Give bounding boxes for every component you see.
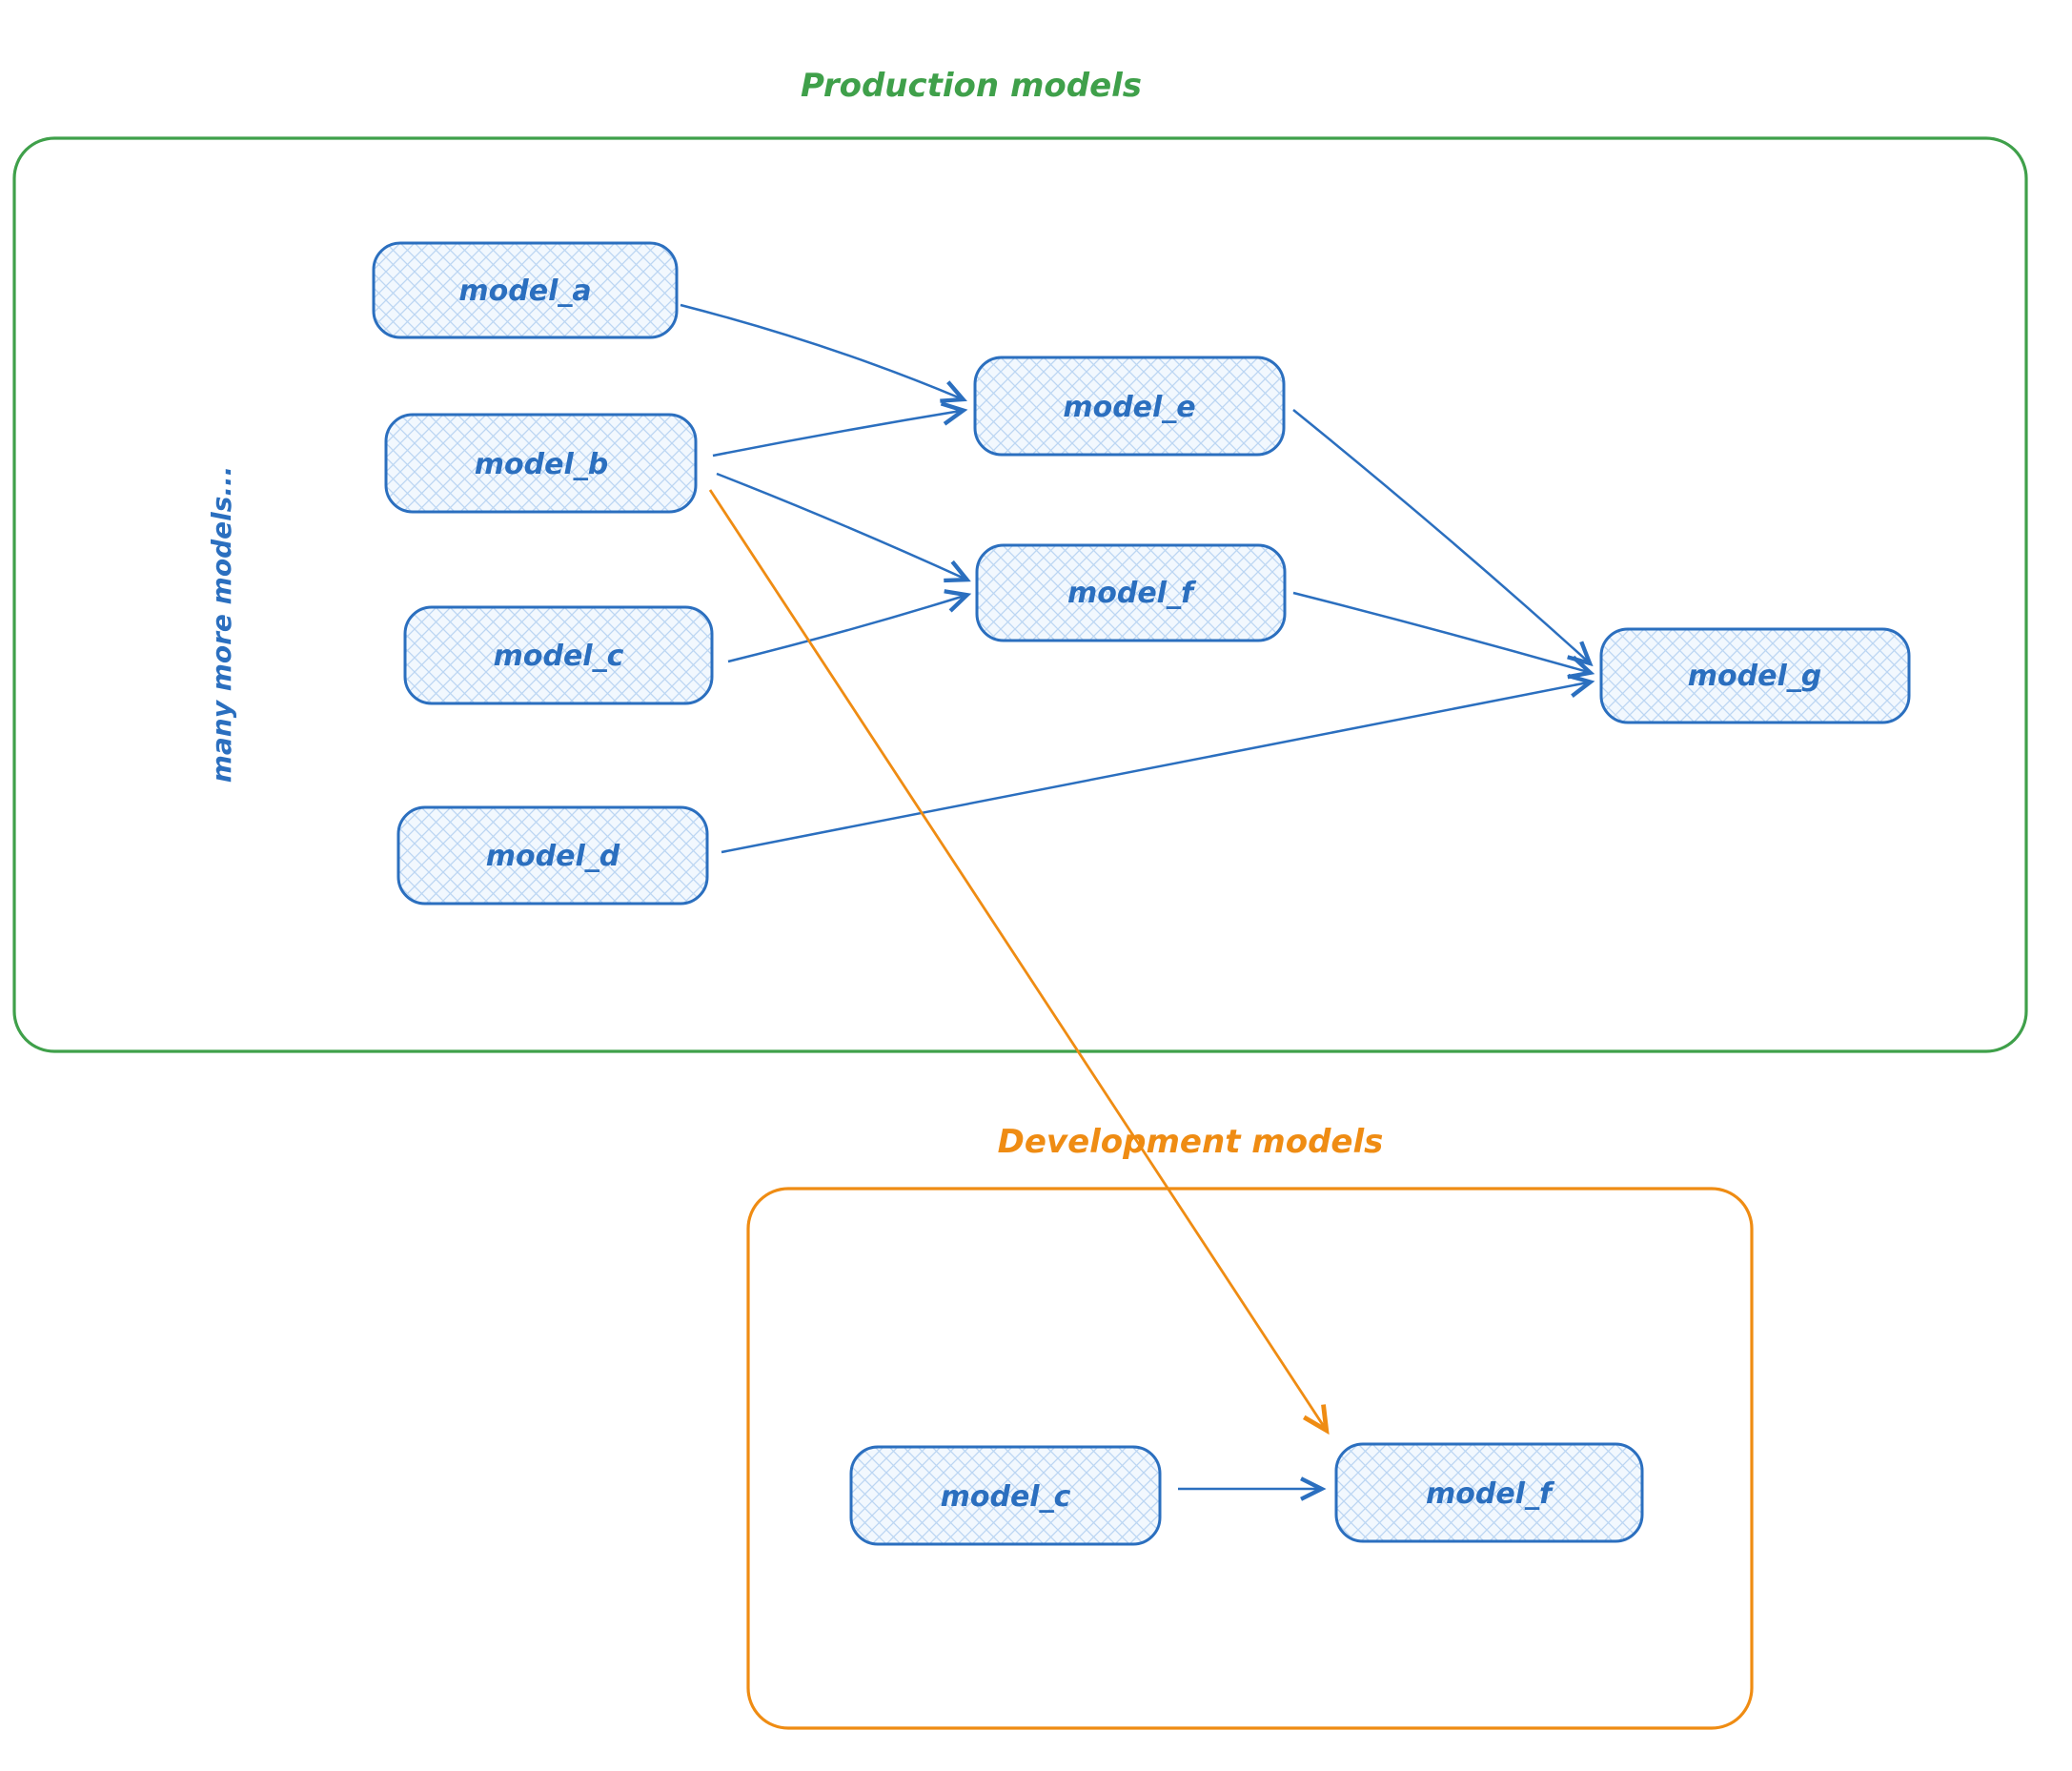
node-model_b: model_b bbox=[384, 413, 698, 514]
node-dev-model_f: model_f bbox=[1334, 1442, 1644, 1543]
node-dev-model_c-box bbox=[849, 1445, 1162, 1546]
edge-model_e-to-model_g bbox=[1292, 409, 1594, 667]
node-model_e-box bbox=[973, 356, 1286, 457]
production-models-title: Production models bbox=[801, 67, 1142, 105]
edge-model_c-to-model_f bbox=[727, 589, 972, 663]
node-model_g-label: model_g bbox=[1688, 660, 1821, 693]
edge-model_d-to-model_g bbox=[721, 673, 1595, 854]
node-model_f-label: model_f bbox=[1067, 577, 1197, 610]
node-model_e-label: model_e bbox=[1063, 391, 1195, 424]
node-dev-model_f-box bbox=[1334, 1442, 1644, 1543]
edge-model_a-to-model_e bbox=[680, 303, 967, 403]
node-model_g-box bbox=[1599, 627, 1911, 724]
node-model_b-label: model_b bbox=[475, 448, 608, 481]
node-model_f-box bbox=[975, 543, 1287, 642]
edge-model_b-to-dev-model_f bbox=[708, 489, 1330, 1435]
node-dev-model_f-label: model_f bbox=[1426, 1477, 1555, 1511]
edge-model_b-to-model_e bbox=[712, 401, 968, 458]
node-model_d-label: model_d bbox=[486, 840, 620, 873]
production-models-container bbox=[12, 136, 2028, 1053]
node-model_c-label: model_c bbox=[494, 640, 624, 673]
node-model_b-box bbox=[384, 413, 698, 514]
node-dev-model_c: model_c bbox=[849, 1445, 1162, 1546]
edge-model_f-to-model_g bbox=[1292, 591, 1595, 680]
node-model_c: model_c bbox=[403, 605, 714, 705]
development-models-title: Development models bbox=[998, 1123, 1384, 1161]
node-model_g: model_g bbox=[1599, 627, 1911, 724]
node-model_a: model_a bbox=[372, 241, 679, 339]
many-more-models-note: many more models... bbox=[206, 466, 237, 784]
node-model_d-box bbox=[396, 805, 709, 906]
node-model_d: model_d bbox=[396, 805, 709, 906]
development-models-container bbox=[746, 1187, 1754, 1730]
node-model_a-label: model_a bbox=[458, 275, 591, 308]
node-model_c-box bbox=[403, 605, 714, 705]
node-model_f: model_f bbox=[975, 543, 1287, 642]
node-model_e: model_e bbox=[973, 356, 1286, 457]
node-dev-model_c-label: model_c bbox=[941, 1480, 1071, 1514]
node-model_a-box bbox=[372, 241, 679, 339]
edge-model_b-to-model_f bbox=[716, 472, 971, 583]
